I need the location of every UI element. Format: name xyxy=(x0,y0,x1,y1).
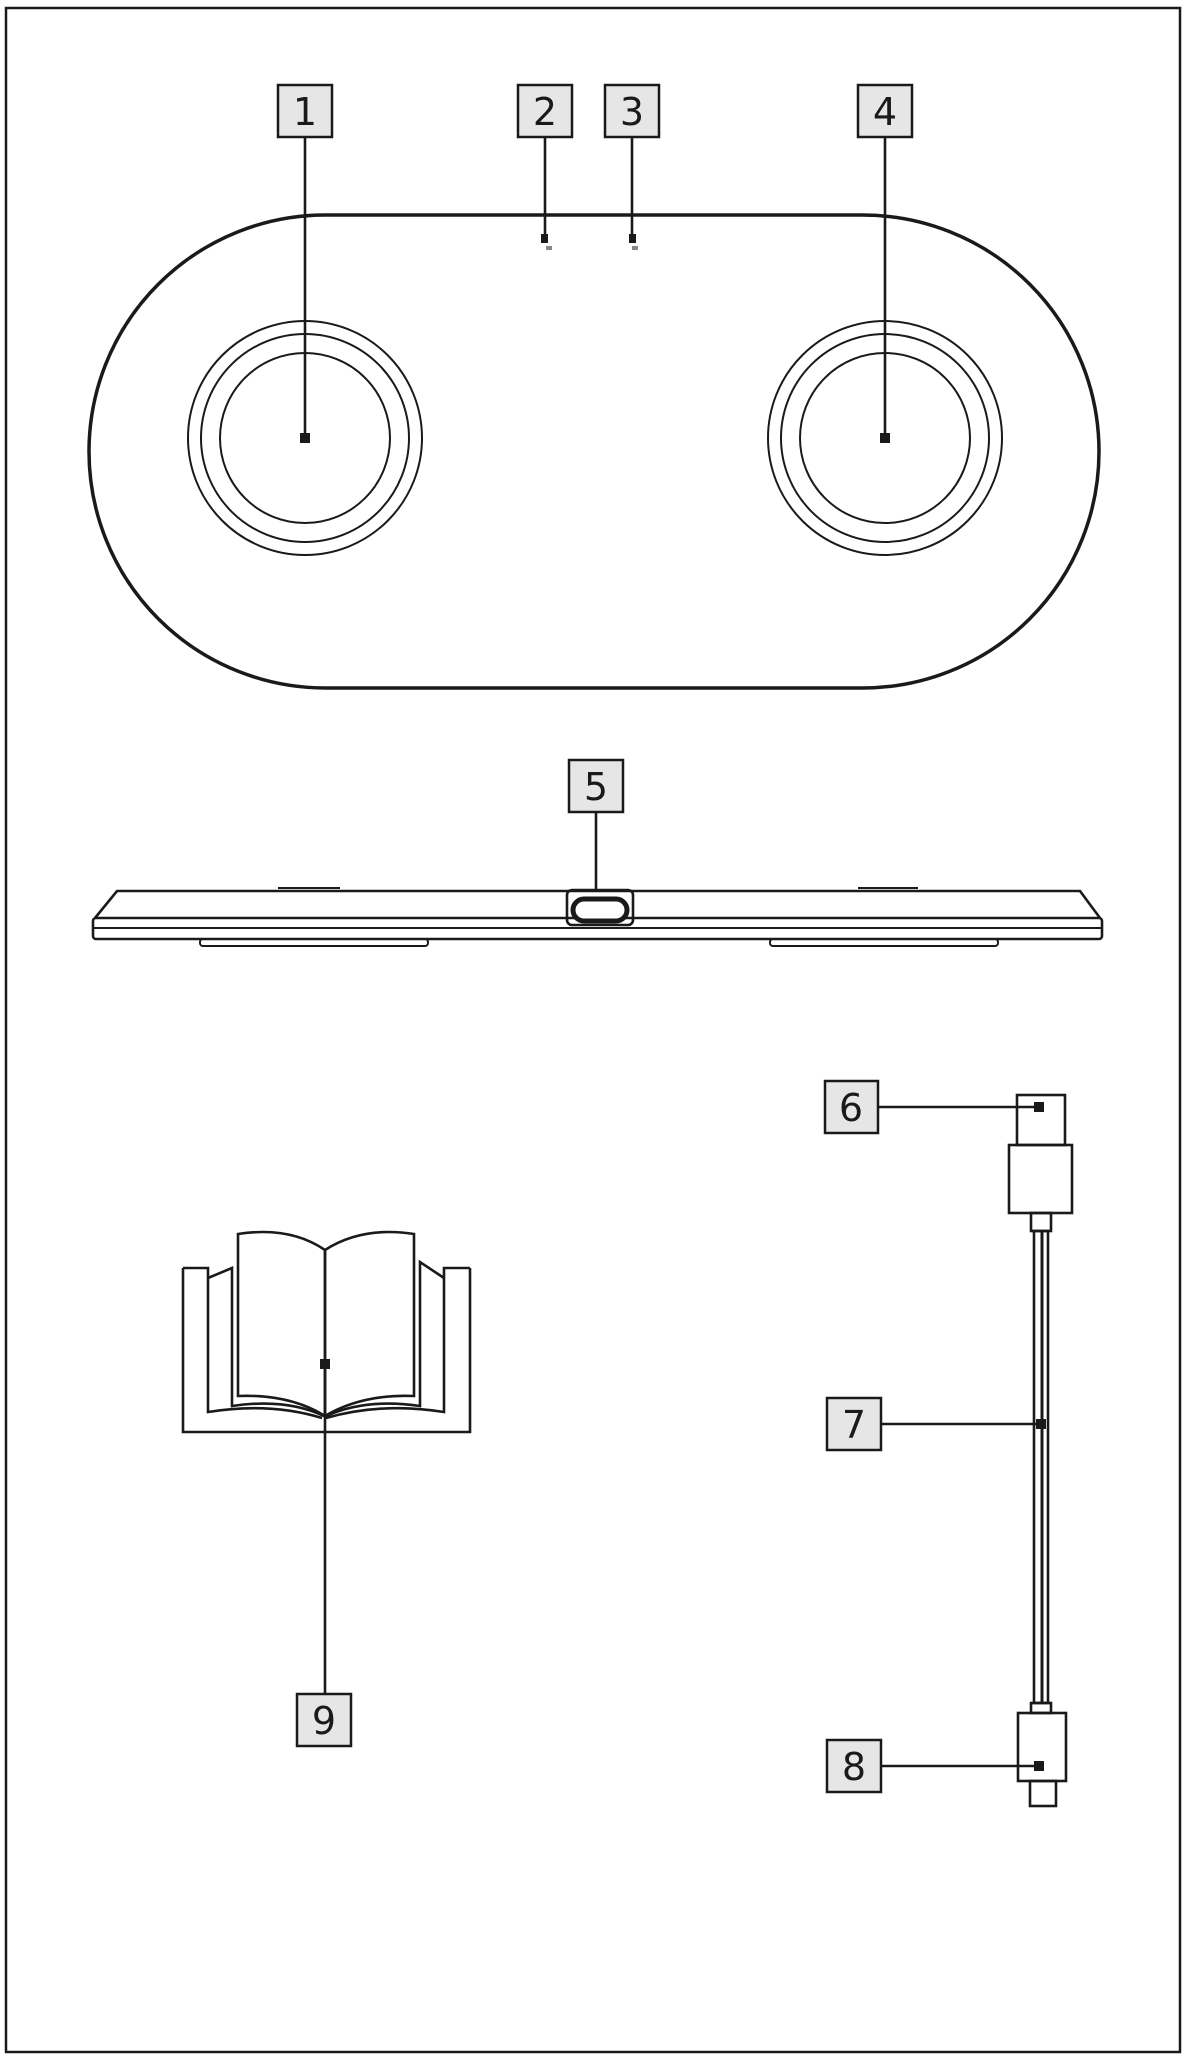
leader-lines xyxy=(303,137,1040,1768)
label-2: 2 xyxy=(516,83,574,139)
outer-frame xyxy=(4,6,1182,2054)
marker-dot-9 xyxy=(320,1359,330,1369)
led-indicator-left-marker xyxy=(546,246,552,250)
label-1-text: 1 xyxy=(293,90,317,134)
label-4-text: 4 xyxy=(873,90,897,134)
usb-c-connector-tip xyxy=(1028,1779,1058,1808)
label-9: 9 xyxy=(295,1692,353,1748)
led-indicator-left xyxy=(541,234,548,243)
label-1: 1 xyxy=(276,83,334,139)
usb-cable xyxy=(1007,1093,1074,1808)
side-foot-left xyxy=(199,938,429,947)
label-5: 5 xyxy=(567,758,625,814)
marker-dot-6 xyxy=(1034,1102,1044,1112)
marker-dot-4 xyxy=(880,433,890,443)
usb-c-port-housing xyxy=(565,888,635,927)
led-indicator-right-marker xyxy=(632,246,638,250)
charger-pad-outline xyxy=(87,213,1101,690)
side-foot-right xyxy=(769,938,999,947)
label-7-text: 7 xyxy=(842,1403,866,1447)
book-back-left xyxy=(183,1266,323,1420)
label-5-text: 5 xyxy=(584,765,608,809)
label-6: 6 xyxy=(823,1079,880,1135)
label-6-text: 6 xyxy=(839,1086,863,1130)
marker-dot-7 xyxy=(1036,1419,1046,1429)
marker-dot-1 xyxy=(300,433,310,443)
marker-dots xyxy=(300,433,1046,1771)
label-2-text: 2 xyxy=(533,90,557,134)
charger-side-view xyxy=(91,887,1104,947)
usb-c-port xyxy=(570,896,630,924)
book-right-page xyxy=(323,1230,416,1419)
label-9-text: 9 xyxy=(312,1699,336,1743)
book-mid-right-pages xyxy=(325,1259,445,1418)
led-indicator-right xyxy=(629,234,636,243)
label-3: 3 xyxy=(603,83,661,139)
label-3-text: 3 xyxy=(620,90,644,134)
label-8: 8 xyxy=(825,1738,883,1794)
label-4: 4 xyxy=(856,83,914,139)
marker-dot-8 xyxy=(1034,1761,1044,1771)
book-back-right xyxy=(325,1266,470,1420)
label-8-text: 8 xyxy=(842,1745,866,1789)
book-back-cover xyxy=(181,1268,472,1434)
label-7: 7 xyxy=(825,1396,883,1452)
book-mid-left-pages xyxy=(207,1266,325,1418)
